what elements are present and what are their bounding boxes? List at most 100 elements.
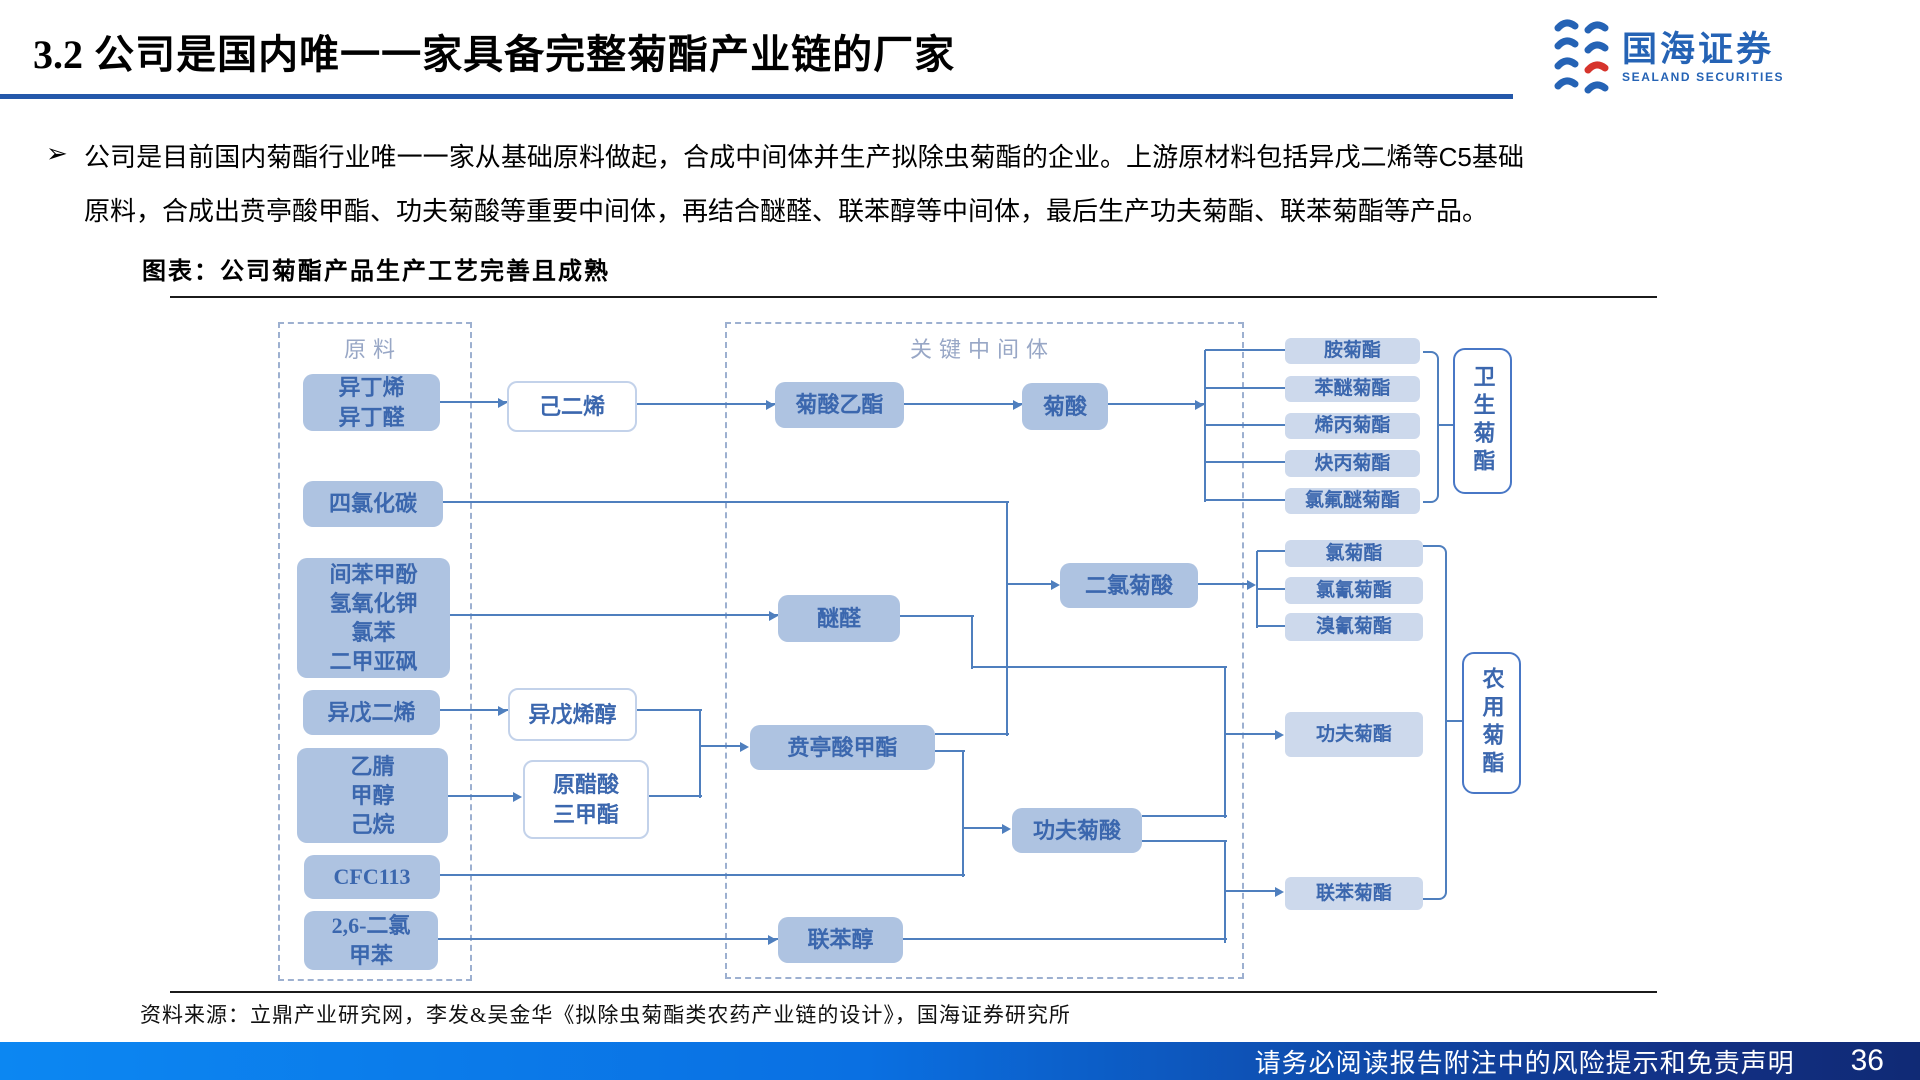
title-underline (0, 94, 1513, 99)
connector-segment (904, 403, 1022, 405)
brand-logo: 国海证券 SEALAND SECURITIES (1552, 16, 1784, 103)
connector-segment (450, 614, 778, 616)
connector-segment (1225, 733, 1278, 735)
node-cfc113: CFC113 (304, 855, 440, 899)
connector-segment (1108, 403, 1205, 405)
node-prallethrin: 炔丙菊酯 (1285, 450, 1420, 477)
connector-segment (1225, 890, 1278, 892)
connector-segment (1205, 424, 1285, 426)
arrowhead-icon (740, 742, 749, 752)
bracket-sanitary-top (1423, 351, 1439, 427)
bracket-agricultural-pointer (1445, 720, 1462, 722)
connector-segment (971, 616, 973, 669)
bracket-agricultural-top (1423, 545, 1447, 723)
summary-paragraph: 公司是目前国内菊酯行业唯一一家从基础原料做起，合成中间体并生产拟除虫菊酯的企业。… (84, 142, 1524, 226)
figure-title: 图表：公司菊酯产品生产工艺完善且成熟 (142, 259, 610, 285)
node-carbon-tetrachloride: 四氯化碳 (303, 481, 443, 527)
category-agricultural-pyrethroids: 农用菊酯 (1462, 652, 1521, 794)
figure-divider-top (170, 296, 1657, 298)
arrowhead-icon (1275, 730, 1284, 740)
group-raw-materials-box (278, 322, 472, 981)
connector-segment (1205, 387, 1285, 389)
connector-segment (1007, 583, 1053, 585)
connector-segment (962, 751, 964, 877)
connector-segment (633, 709, 702, 711)
footer-bar: 请务必阅读报告附注中的风险提示和免责声明 36 (0, 1042, 1920, 1080)
node-meperfluthrin: 氯氟醚菊酯 (1285, 488, 1420, 514)
group-intermediates-box (725, 322, 1244, 979)
node-ethyl-chrysanthemate: 菊酸乙酯 (775, 382, 904, 428)
arrowhead-icon (766, 400, 775, 410)
source-note: 资料来源：立鼎产业研究网，李发&吴金华《拟除虫菊酯类农药产业链的设计》，国海证券… (140, 1003, 1071, 1027)
arrowhead-icon (1247, 580, 1256, 590)
node-hexadiene: 己二烯 (507, 381, 637, 432)
page-number: 36 (1850, 1044, 1884, 1077)
node-tetramethrin: 胺菊酯 (1285, 338, 1420, 364)
arrowhead-icon (769, 611, 778, 621)
connector-segment (963, 827, 1005, 829)
connector-segment (440, 874, 965, 876)
connector-segment (1257, 588, 1285, 590)
connector-segment (645, 795, 702, 797)
node-bifenthrin: 联苯菊酯 (1285, 877, 1423, 910)
connector-segment (972, 666, 1227, 668)
bullet-arrow-icon: ➢ (46, 138, 68, 168)
connector-segment (935, 750, 965, 752)
connector-segment (1142, 840, 1227, 842)
connector-segment (1006, 502, 1008, 736)
page-title-text: 公司是国内唯一一家具备完整菊酯产业链的厂家 (94, 33, 956, 77)
brand-name: 国海证券 SEALAND SECURITIES (1622, 16, 1784, 84)
node-dichlorotoluene: 2,6-二氯 甲苯 (304, 911, 438, 970)
bracket-sanitary-bottom (1423, 425, 1439, 503)
section-number: 3.2 (33, 32, 83, 77)
arrowhead-icon (1002, 824, 1011, 834)
arrowhead-icon (498, 706, 507, 716)
connector-segment (903, 938, 1227, 940)
node-pentenoate: 贲亭酸甲酯 (750, 725, 935, 770)
category-sanitary-pyrethroids: 卫生菊酯 (1453, 348, 1512, 494)
connector-segment (699, 710, 701, 798)
connector-segment (1204, 350, 1206, 502)
connector-segment (1205, 349, 1285, 351)
node-dichloro-chrysanthemic-acid: 二氯菊酸 (1060, 563, 1198, 608)
connector-segment (900, 615, 974, 617)
sealand-logo-icon (1552, 16, 1612, 103)
node-isoprene: 异戊二烯 (303, 690, 440, 735)
node-cypermethrin: 氯氰菊酯 (1285, 577, 1423, 604)
brand-name-en: SEALAND SECURITIES (1622, 70, 1785, 84)
connector-segment (1142, 815, 1227, 817)
connector-segment (1205, 499, 1285, 501)
node-permethrin: 氯菊酯 (1285, 540, 1423, 567)
node-isobutylene: 异丁烯 异丁醛 (303, 374, 440, 431)
connector-segment (440, 401, 507, 403)
connector-segment (440, 709, 508, 711)
group-raw-materials-label: 原料 (343, 337, 402, 362)
connector-segment (1256, 551, 1258, 628)
connector-segment (1257, 625, 1285, 627)
connector-segment (438, 938, 778, 940)
group-intermediates-label: 关键中间体 (909, 337, 1055, 362)
connector-segment (1224, 667, 1226, 818)
brand-name-cn: 国海证券 (1622, 30, 1775, 69)
footer-disclaimer: 请务必阅读报告附注中的风险提示和免责声明 (1254, 1047, 1795, 1078)
node-phenothrin: 苯醚菊酯 (1285, 376, 1420, 402)
arrowhead-icon (1195, 400, 1204, 410)
connector-segment (443, 501, 1009, 503)
node-biphenyl-alcohol: 联苯醇 (778, 917, 903, 963)
node-trimethyl-orthoacetate: 原醋酸 三甲酯 (523, 760, 649, 839)
connector-segment (1224, 841, 1226, 943)
node-kungfu-acid: 功夫菊酸 (1012, 808, 1142, 853)
node-prenol: 异戊烯醇 (508, 688, 637, 741)
connector-segment (448, 795, 516, 797)
node-allethrin: 烯丙菊酯 (1285, 413, 1420, 439)
connector-segment (1198, 583, 1250, 585)
arrowhead-icon (1051, 580, 1060, 590)
node-acetonitrile-group: 乙腈 甲醇 己烷 (297, 748, 448, 843)
connector-segment (1205, 461, 1285, 463)
node-ether-aldehyde: 醚醛 (778, 595, 900, 642)
node-chrysanthemic-acid: 菊酸 (1022, 383, 1108, 430)
connector-segment (935, 733, 1009, 735)
arrowhead-icon (768, 935, 777, 945)
arrowhead-icon (498, 398, 507, 408)
